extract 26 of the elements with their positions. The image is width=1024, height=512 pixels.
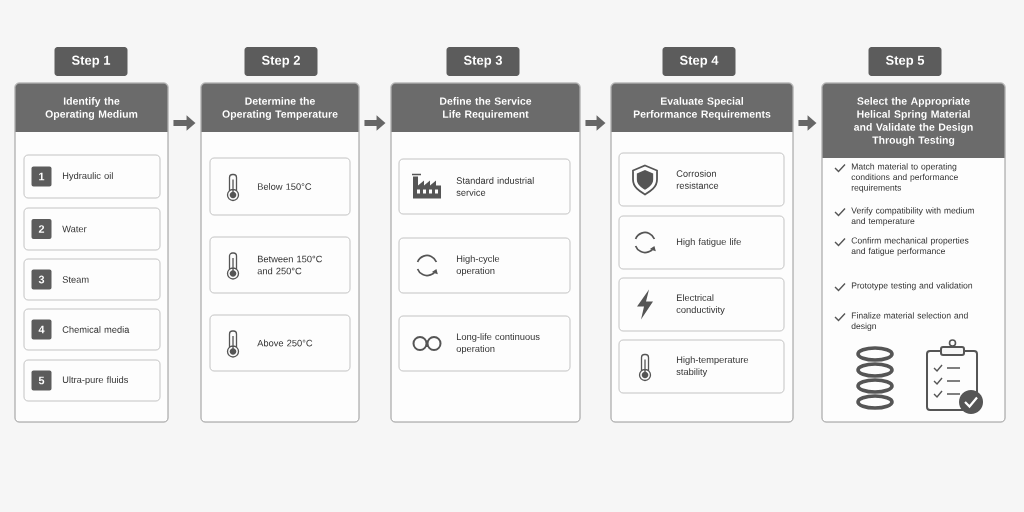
list-item: Corrosion resistance [618,152,785,207]
card-header: Determine the Operating Temperature [201,83,359,132]
list-item: Standard industrial service [398,158,571,215]
list-item: Electrical conductivity [618,277,785,332]
card-header: Define the Service Life Requirement [391,83,580,132]
step-badge: Step 1 [54,47,128,76]
card-header: Select the Appropriate Helical Spring Material and Validate the Design Through Testing [822,83,1005,158]
list-item: Below 150°C [209,157,351,216]
list-item: Above 250°C [209,314,351,372]
step-badge: Step 2 [244,47,318,76]
checklist-item: Match material to operating conditions and performance requirements [851,163,958,193]
list-item: High-temperature stability [618,339,785,394]
checklist-item: Confirm mechanical properties and fatigue performance [851,237,969,256]
step-badge: Step 3 [446,47,520,76]
step-badge: Step 4 [662,47,736,76]
step-badge: Step 5 [868,47,942,76]
number-badge: 2 [31,219,52,239]
list-item: High fatigue life [618,215,785,270]
card-header: Evaluate Special Performance Requirements [611,83,793,132]
list-item: Between 150°C and 250°C [209,236,351,294]
card-header: Identify the Operating Medium [15,83,168,132]
checklist-item: Prototype testing and validation [851,282,973,291]
list-item: High-cycle operation [398,237,571,294]
checklist-item: Finalize material selection and design [851,312,968,331]
list-item: Long-life continuous operation [398,315,571,372]
checklist-item: Verify compatibility with medium and temperature [851,207,974,226]
